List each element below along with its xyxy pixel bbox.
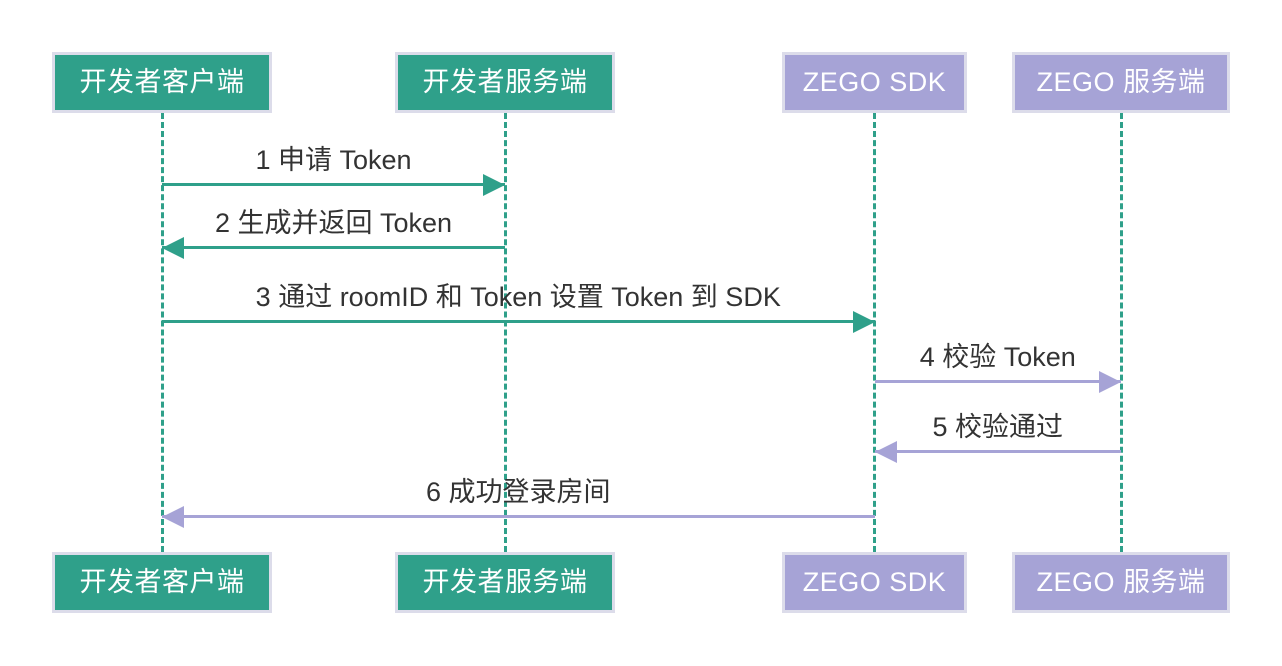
participant-label: 开发者客户端	[79, 567, 245, 597]
participant-box-dev-client-bottom: 开发者客户端	[52, 552, 272, 613]
message-line-3	[162, 320, 875, 323]
lifeline-dev-server	[503, 113, 507, 552]
message-arrowhead-4	[1099, 370, 1121, 393]
message-line-6	[162, 515, 875, 518]
participant-label: ZEGO 服务端	[1036, 67, 1206, 97]
lifeline-zego-server	[1119, 113, 1123, 552]
message-line-1	[162, 183, 505, 186]
message-label-2: 2 生成并返回 Token	[214, 208, 453, 238]
message-arrowhead-6	[162, 505, 184, 528]
lifeline-zego-sdk	[873, 113, 876, 552]
participant-label: ZEGO SDK	[802, 567, 947, 597]
lifeline-dev-client	[160, 113, 164, 552]
participant-box-zego-sdk-bottom: ZEGO SDK	[782, 552, 967, 613]
participant-box-dev-server-top: 开发者服务端	[395, 52, 615, 113]
message-label-4: 4 校验 Token	[919, 342, 1076, 372]
message-arrowhead-5	[874, 440, 897, 463]
participant-label: 开发者客户端	[79, 67, 245, 97]
participant-box-dev-client-top: 开发者客户端	[52, 52, 272, 113]
participant-box-zego-server-top: ZEGO 服务端	[1012, 52, 1230, 113]
message-arrowhead-2	[162, 236, 184, 259]
message-label-6: 6 成功登录房间	[425, 477, 611, 507]
message-line-5	[874, 450, 1121, 453]
message-label-1: 1 申请 Token	[255, 145, 412, 175]
participant-label: ZEGO SDK	[802, 67, 947, 97]
participant-box-zego-sdk-top: ZEGO SDK	[782, 52, 967, 113]
message-arrowhead-3	[852, 310, 875, 333]
participant-box-zego-server-bottom: ZEGO 服务端	[1012, 552, 1230, 613]
message-label-3: 3 通过 roomID 和 Token 设置 Token 到 SDK	[255, 282, 781, 312]
participant-label: ZEGO 服务端	[1036, 567, 1206, 597]
message-label-5: 5 校验通过	[932, 412, 1064, 442]
message-line-4	[874, 380, 1121, 383]
message-line-2	[162, 246, 505, 249]
participant-label: 开发者服务端	[422, 67, 588, 97]
participant-box-dev-server-bottom: 开发者服务端	[395, 552, 615, 613]
message-arrowhead-1	[483, 173, 505, 196]
participant-label: 开发者服务端	[422, 567, 588, 597]
